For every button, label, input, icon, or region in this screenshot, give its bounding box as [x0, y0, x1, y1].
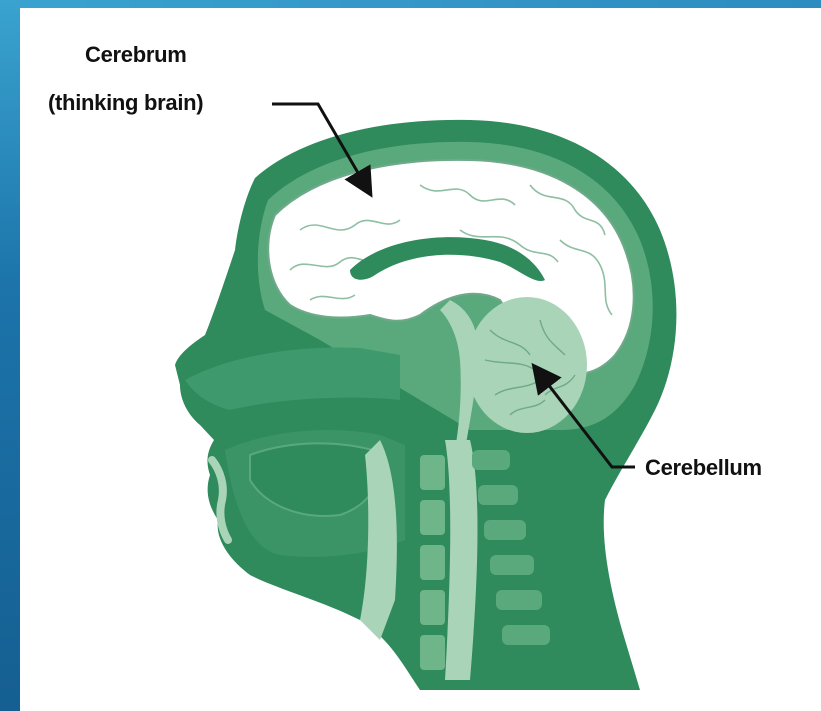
cerebrum-label-line2: (thinking brain) — [48, 90, 203, 115]
cerebrum-label-line1: Cerebrum — [85, 42, 187, 67]
vertebral-bodies — [420, 455, 445, 670]
cerebellum-label: Cerebellum — [645, 455, 762, 480]
